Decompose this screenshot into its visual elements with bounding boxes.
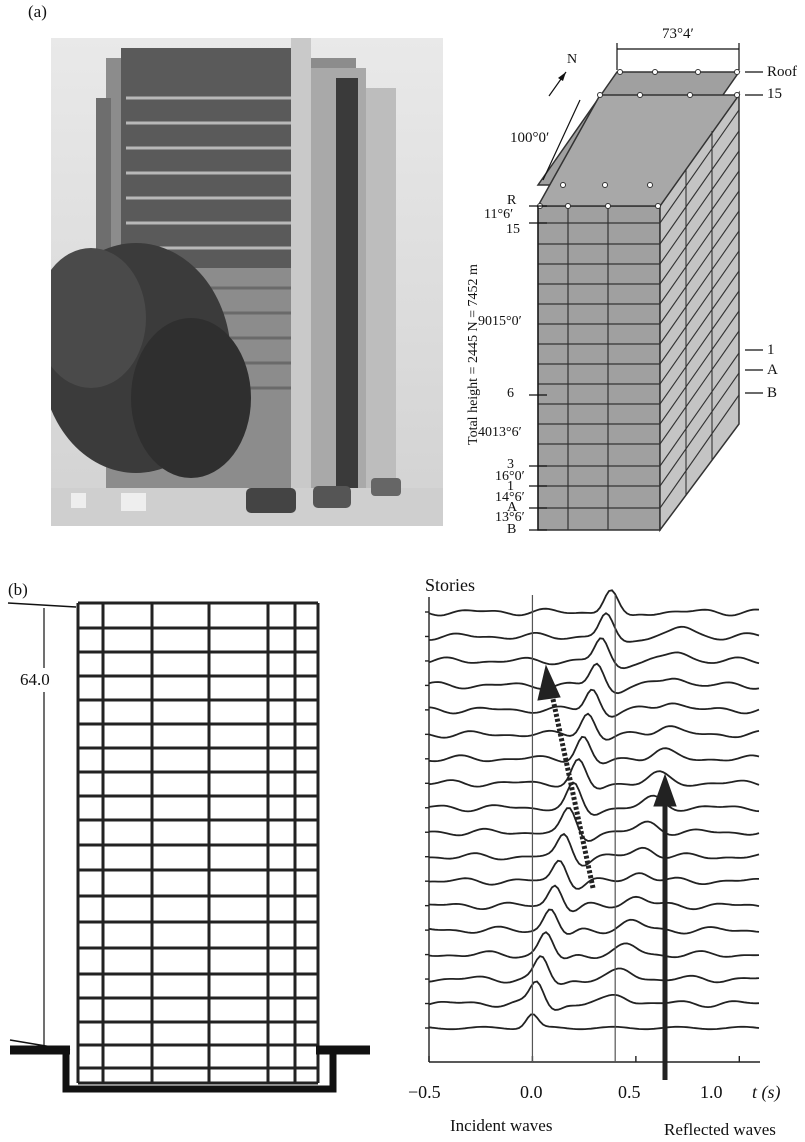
height-3-1: 16°0′ [495, 469, 525, 484]
level-15-right: 15 [767, 86, 782, 102]
building-photo [51, 38, 443, 526]
level-roof: Roof [767, 64, 797, 80]
level-6-left: 6 [507, 386, 514, 401]
story-trace [428, 757, 760, 790]
depth-dimension: 100°0′ [510, 130, 550, 146]
story-trace [428, 735, 760, 765]
story-trace [429, 832, 760, 867]
level-b-right: B [767, 385, 778, 401]
stories-axis-label: Stories [425, 575, 476, 595]
story-trace [428, 931, 760, 960]
building-photo-icon [51, 38, 443, 526]
story-trace [428, 589, 760, 617]
story-trace [428, 1013, 760, 1031]
story-trace [428, 662, 760, 695]
tick-label-10: 1.0 [700, 1082, 723, 1102]
level-1-right: 1 [767, 342, 775, 358]
level-3-left: 3 [507, 457, 514, 472]
height-1-a: 14°6′ [495, 490, 525, 505]
height-15-6: 9015°0′ [478, 314, 522, 329]
panel-a-label: (a) [28, 2, 47, 21]
height-a-b: 13°6′ [495, 510, 525, 525]
height-dimension: 64.0 [20, 668, 50, 692]
level-b-left: B [507, 522, 517, 537]
level-a-right: A [767, 362, 778, 378]
level-r-left: R [507, 193, 517, 208]
tick-label-00: 0.0 [520, 1082, 543, 1102]
height-r-15: 11°6′ [484, 207, 514, 222]
story-trace [428, 807, 760, 842]
reflected-waves-label: Reflected waves [664, 1120, 776, 1139]
level-a-left: A [507, 500, 518, 515]
time-axis-label: t (s) [752, 1082, 781, 1102]
tick-label-neg05: −0.5 [408, 1082, 441, 1102]
story-trace [428, 859, 759, 890]
story-trace [428, 688, 760, 718]
story-trace [428, 781, 760, 816]
level-1-left: 1 [507, 479, 514, 494]
story-trace [428, 637, 760, 670]
height-6-3: 4013°6′ [478, 425, 522, 440]
width-dimension: 73°4′ [662, 26, 694, 42]
story-trace [428, 908, 760, 935]
level-15-left: 15 [506, 222, 520, 237]
incident-waves-label: Incident waves [450, 1116, 553, 1135]
story-trace [428, 884, 760, 913]
story-trace [428, 955, 760, 986]
tick-label-05: 0.5 [618, 1082, 641, 1102]
panel-b-label: (b) [8, 580, 28, 599]
story-trace [428, 980, 760, 1011]
story-trace [428, 612, 760, 643]
north-label: N [567, 52, 578, 67]
story-trace [428, 712, 760, 741]
